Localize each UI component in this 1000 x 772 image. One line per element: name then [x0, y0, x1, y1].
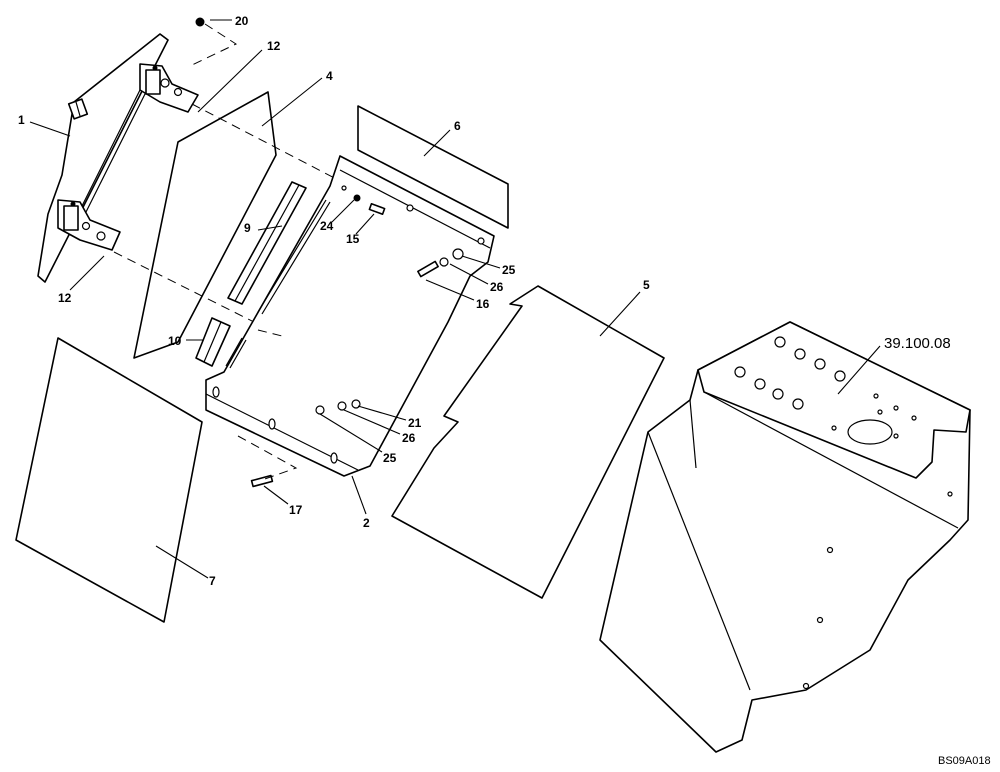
reference-label: 39.100.08 — [884, 335, 951, 352]
callout-25-lower: 25 — [383, 451, 397, 465]
callout-20: 20 — [235, 14, 249, 28]
part-2-bracket — [205, 155, 495, 477]
part-10-strip — [195, 317, 231, 367]
part-5-plate — [391, 285, 665, 599]
part-12-lower-hinge — [57, 199, 121, 251]
callout-21: 21 — [408, 416, 422, 430]
callout-2: 2 — [363, 516, 370, 530]
frame-assembly — [599, 321, 971, 753]
callout-1: 1 — [18, 113, 25, 127]
callout-15: 15 — [346, 232, 360, 246]
callout-10: 10 — [168, 334, 182, 348]
callout-12-upper: 12 — [267, 39, 281, 53]
part-20-screw — [189, 17, 238, 67]
callout-4: 4 — [326, 69, 333, 83]
callout-12-lower: 12 — [58, 291, 72, 305]
part-12-upper-hinge — [139, 63, 199, 113]
callout-26-lower: 26 — [402, 431, 416, 445]
callout-5: 5 — [643, 278, 650, 292]
callout-16: 16 — [476, 297, 490, 311]
part-9-strip — [227, 181, 307, 305]
callout-labels: 1 2 4 5 6 7 9 10 12 12 15 16 17 20 21 24… — [18, 14, 991, 767]
part-7-panel — [15, 337, 203, 623]
callout-17: 17 — [289, 503, 303, 517]
callout-26-upper: 26 — [490, 280, 504, 294]
callout-25-upper: 25 — [502, 263, 516, 277]
callout-6: 6 — [454, 119, 461, 133]
leader-lines — [29, 19, 881, 579]
fasteners — [237, 185, 464, 488]
drawing-code: BS09A018 — [938, 755, 991, 767]
callout-24: 24 — [320, 219, 334, 233]
part-6-strip — [357, 105, 509, 229]
alignment-lines — [113, 103, 347, 341]
part-4-panel — [133, 91, 277, 359]
callout-9: 9 — [244, 221, 251, 235]
callout-7: 7 — [209, 574, 216, 588]
